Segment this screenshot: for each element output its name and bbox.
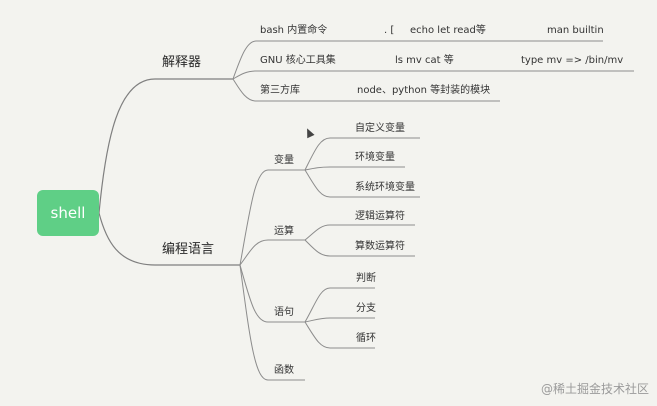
node-third-party: 第三方库 — [260, 85, 300, 96]
node-function: 函数 — [274, 365, 294, 376]
edge-op-logic — [304, 224, 415, 241]
edge-var-custom — [304, 137, 420, 171]
detail-ls-mv-cat: ls mv cat 等 — [395, 55, 454, 66]
node-custom-variable: 自定义变量 — [355, 123, 405, 134]
edge-lang-var — [239, 169, 305, 266]
detail-node-python: node、python 等封装的模块 — [357, 85, 491, 96]
root-node-shell: shell — [37, 190, 99, 236]
edge-root-language — [98, 212, 240, 266]
node-loop: 循环 — [356, 333, 376, 344]
node-gnu-coreutils: GNU 核心工具集 — [260, 55, 336, 66]
detail-bash-dot-bracket: . [ — [384, 25, 395, 36]
node-variable: 变量 — [274, 155, 294, 166]
detail-man-builtin: man builtin — [547, 25, 604, 36]
detail-bash-echo-let-read: echo let read等 — [410, 25, 486, 36]
node-statement: 语句 — [274, 307, 294, 318]
node-branch: 分支 — [356, 303, 376, 314]
node-system-environment-variable: 系统环境变量 — [355, 182, 415, 193]
edge-var-env — [304, 166, 405, 171]
detail-type-mv: type mv => /bin/mv — [521, 55, 624, 66]
node-operation: 运算 — [274, 226, 294, 237]
node-interpreter: 解释器 — [162, 55, 202, 70]
edge-stmt-case — [304, 317, 375, 323]
edge-lang-stmt — [239, 264, 305, 323]
edge-lang-op — [239, 239, 305, 266]
edge-stmt-if — [304, 287, 375, 323]
edge-stmt-loop — [304, 321, 375, 349]
root-label: shell — [50, 204, 86, 222]
node-condition: 判断 — [356, 273, 376, 284]
edge-root-interpreter — [98, 78, 233, 214]
node-logical-operator: 逻辑运算符 — [355, 211, 405, 222]
edge-lang-func — [239, 264, 305, 381]
watermark: @稀土掘金技术社区 — [540, 382, 649, 396]
edge-interp-bash — [232, 40, 603, 80]
edge-op-math — [304, 239, 415, 257]
edge-interp-third — [232, 78, 500, 102]
edge-interp-gnu — [232, 70, 634, 80]
node-bash-builtin: bash 内置命令 — [260, 25, 328, 36]
edge-var-sysenv — [304, 169, 420, 198]
node-arithmetic-operator: 算数运算符 — [355, 241, 405, 252]
node-environment-variable: 环境变量 — [355, 152, 395, 163]
node-programming-language: 编程语言 — [162, 242, 215, 257]
